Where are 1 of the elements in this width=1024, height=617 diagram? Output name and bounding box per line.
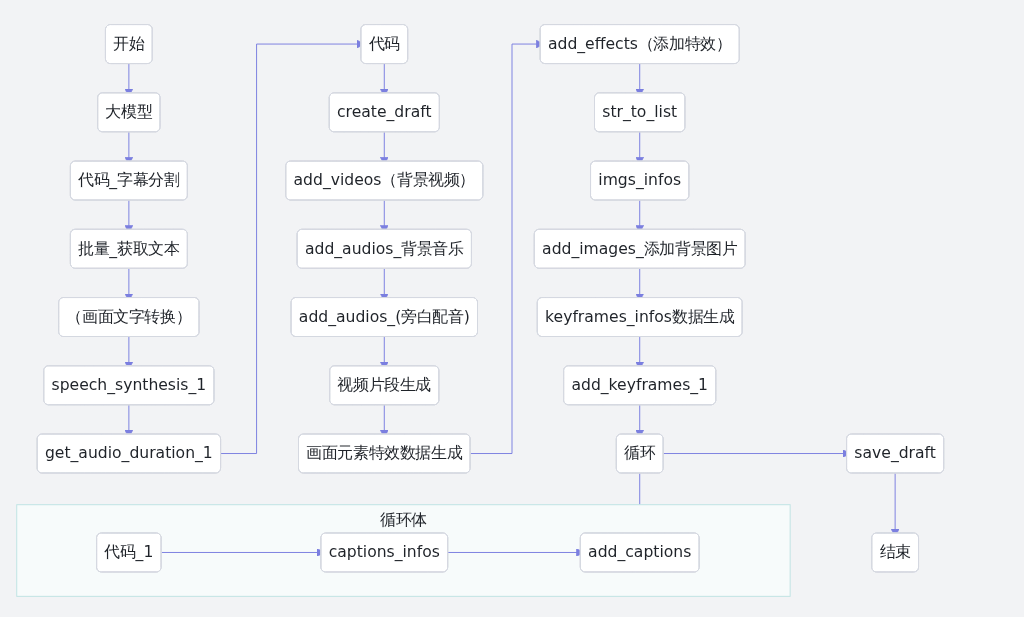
connector [639, 472, 641, 506]
